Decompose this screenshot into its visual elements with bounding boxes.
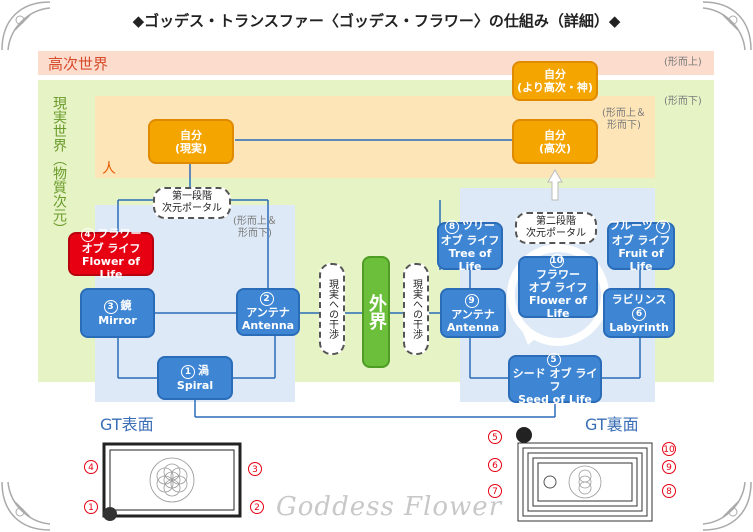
portal2-line2: 次元ポータル — [526, 228, 586, 239]
node6-number: 6 — [632, 306, 646, 321]
node8-en: Tree of Life — [448, 247, 492, 273]
node7-number: 7 — [655, 220, 670, 234]
higher-realm-band — [38, 51, 714, 75]
back-marker-6: 6 — [488, 458, 502, 472]
gt-back-label: GT裏面 — [585, 415, 639, 434]
back-marker-7: 7 — [488, 484, 502, 498]
node-flower-of-life-back[interactable]: 10 フラワー オブ ライフ Flower of Life — [518, 254, 598, 320]
node2-jp: アンテナ — [246, 306, 290, 319]
self-real-node[interactable]: 自分 (現実) — [148, 119, 234, 164]
node1-jp: 渦 — [198, 364, 209, 377]
back-marker-5: 5 — [488, 430, 502, 444]
node4-en: Flower of Life — [81, 255, 141, 281]
node6-jp: ラビリンス — [611, 292, 667, 306]
node10-jp1: フラワー — [536, 268, 580, 281]
node6-en: Labyrinth — [609, 320, 669, 334]
corner-ornament-icon — [1, 1, 51, 51]
human-label: 人 — [102, 161, 116, 177]
real-realm-note: (形而下) — [664, 96, 702, 107]
self-real-line1: 自分 — [180, 128, 202, 142]
node4-number: 4 — [80, 228, 95, 242]
front-marker-2: 2 — [250, 500, 264, 514]
self-real-line2: (現実) — [174, 141, 208, 155]
node3-number: 3 — [103, 300, 118, 314]
node9-en: Antenna — [446, 320, 500, 334]
node4-jp2: オブ ライフ — [81, 242, 141, 255]
interfere-right: 現実への干渉 — [403, 263, 429, 355]
gt-back-illustration — [516, 427, 653, 522]
higher-realm-label: 高次世界 — [48, 55, 109, 73]
node9-jp: アンテナ — [451, 307, 495, 321]
node1-en: Spiral — [176, 379, 214, 392]
self-higher-line2: (高次) — [538, 141, 572, 155]
front-marker-1: 1 — [84, 500, 98, 514]
self-god-line2: (より高次・神) — [517, 81, 593, 94]
node5-number: 5 — [546, 352, 561, 367]
self-god-node[interactable]: 自分 (より高次・神) — [512, 61, 598, 101]
corner-ornament-icon — [702, 1, 752, 51]
node10-jp2: オブ ライフ — [528, 281, 588, 294]
node10-number: 10 — [549, 254, 564, 268]
self-higher-line1: 自分 — [544, 128, 566, 142]
back-marker-8: 8 — [662, 484, 676, 498]
portal-first-stage[interactable]: 第一段階 次元ポータル — [153, 187, 231, 219]
self-god-line1: 自分 — [544, 68, 566, 81]
real-realm-label: 現実世界（物質次元） — [51, 96, 67, 236]
node2-en: Antenna — [241, 319, 295, 332]
back-marker-10: 10 — [662, 442, 676, 456]
interfere-left: 現実への干渉 — [319, 263, 345, 355]
node8-number: 8 — [445, 220, 459, 234]
portal1-line1: 第一段階 — [172, 191, 212, 202]
page-title: ◆ゴッデス・トランスファー〈ゴッデス・フラワー〉の仕組み（詳細）◆ — [132, 12, 621, 30]
mixed-note-top: (形而上＆ 形而下) — [602, 108, 646, 131]
portal2-line1: 第二段階 — [536, 216, 576, 227]
node10-en: Flower of Life — [528, 294, 588, 320]
node7-en: Fruit of Life — [618, 247, 664, 273]
node5-en: Seed of Life — [518, 392, 592, 406]
corner-ornament-icon — [702, 481, 752, 531]
node2-number: 2 — [259, 292, 274, 306]
node9-number: 9 — [464, 293, 479, 308]
node4-jp1: フラワー — [97, 227, 142, 240]
node8-jp1: ツリー — [462, 219, 495, 232]
mixed-note-left: (形而上＆ 形而下) — [233, 216, 277, 239]
outer-world-node[interactable]: 外界 — [362, 256, 390, 368]
gt-front-label: GT表面 — [100, 415, 154, 434]
portal1-line2: 次元ポータル — [162, 203, 222, 214]
node5-jp: シード オブ ライフ — [512, 366, 598, 393]
node1-number: 1 — [181, 365, 195, 379]
node-labyrinth[interactable]: ラビリンス6 Labyrinth — [603, 288, 675, 338]
node3-en: Mirror — [98, 314, 137, 327]
node-antenna-front[interactable]: 2 アンテナ Antenna — [236, 288, 300, 336]
node7-jp2: オブ ライフ — [611, 234, 671, 247]
node7-jp1: フルーツ — [609, 219, 653, 232]
front-marker-3: 3 — [248, 462, 262, 476]
node-antenna-back[interactable]: 9 アンテナ Antenna — [440, 288, 506, 338]
node3-jp: 鏡 — [120, 299, 132, 312]
portal-second-stage[interactable]: 第二段階 次元ポータル — [515, 212, 597, 244]
back-marker-9: 9 — [662, 460, 676, 474]
self-higher-node[interactable]: 自分 (高次) — [512, 119, 598, 164]
front-marker-4: 4 — [84, 460, 98, 474]
node8-jp2: オブ ライフ — [440, 234, 500, 247]
footer-logo-text: Goddess Flower — [276, 492, 503, 522]
gt-front-illustration — [102, 442, 242, 521]
node-seed-of-life[interactable]: 5 シード オブ ライフ Seed of Life — [508, 352, 602, 406]
higher-realm-note: (形而上) — [664, 57, 702, 68]
corner-ornament-icon — [1, 481, 51, 531]
